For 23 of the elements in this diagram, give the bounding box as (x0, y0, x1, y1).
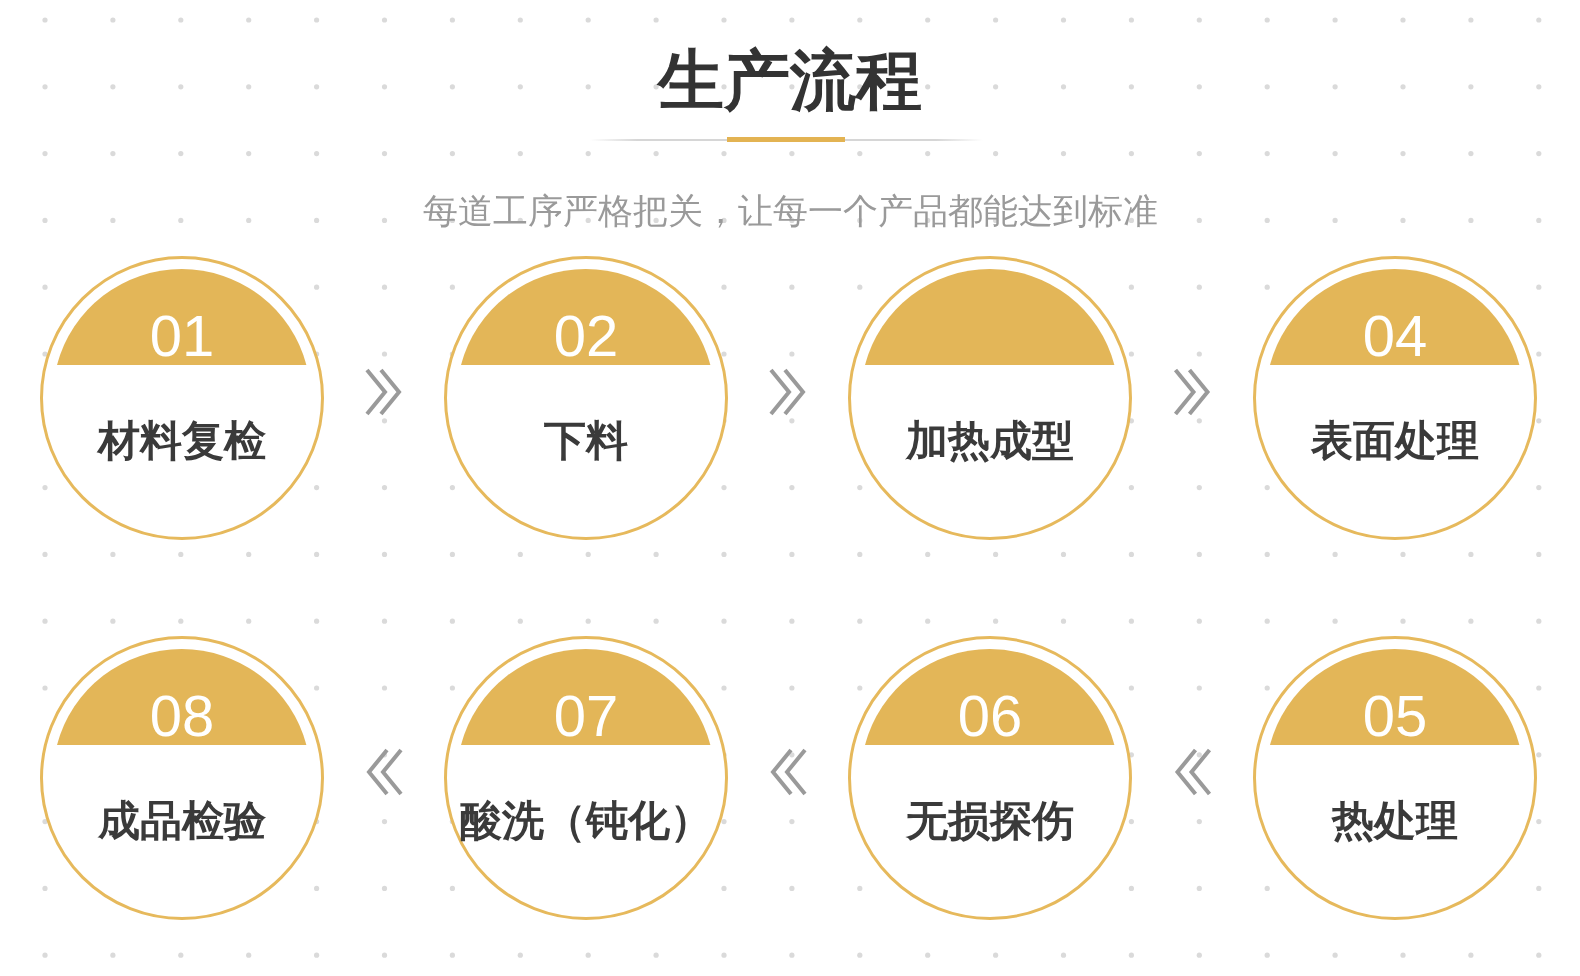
step-label: 热处理 (1332, 796, 1458, 846)
step-number: 05 (1362, 682, 1428, 750)
step-label: 表面处理 (1311, 416, 1479, 466)
step-number: 02 (553, 302, 619, 370)
double-chevron-arrow (769, 368, 806, 416)
double-chevron-arrow (366, 748, 403, 796)
title: 生产流程 (658, 43, 922, 119)
step-label: 下料 (544, 416, 628, 466)
step-label: 材料复检 (98, 416, 266, 466)
step-number: 01 (149, 302, 215, 370)
step-label: 加热成型 (906, 416, 1074, 466)
step-number: 07 (553, 682, 619, 750)
step-label: 成品检验 (98, 796, 266, 846)
double-chevron-arrow (365, 368, 402, 416)
step-label: 酸洗（钝化） (460, 796, 712, 846)
double-chevron-arrow (770, 748, 807, 796)
step-number: 04 (1362, 302, 1428, 370)
step-number: 08 (149, 682, 215, 750)
subtitle: 每道工序严格把关，让每一个产品都能达到标准 (422, 190, 1158, 232)
step-label: 无损探伤 (906, 796, 1074, 846)
double-chevron-arrow (1174, 748, 1212, 796)
step-number: 06 (957, 682, 1023, 750)
double-chevron-arrow (1173, 368, 1211, 416)
